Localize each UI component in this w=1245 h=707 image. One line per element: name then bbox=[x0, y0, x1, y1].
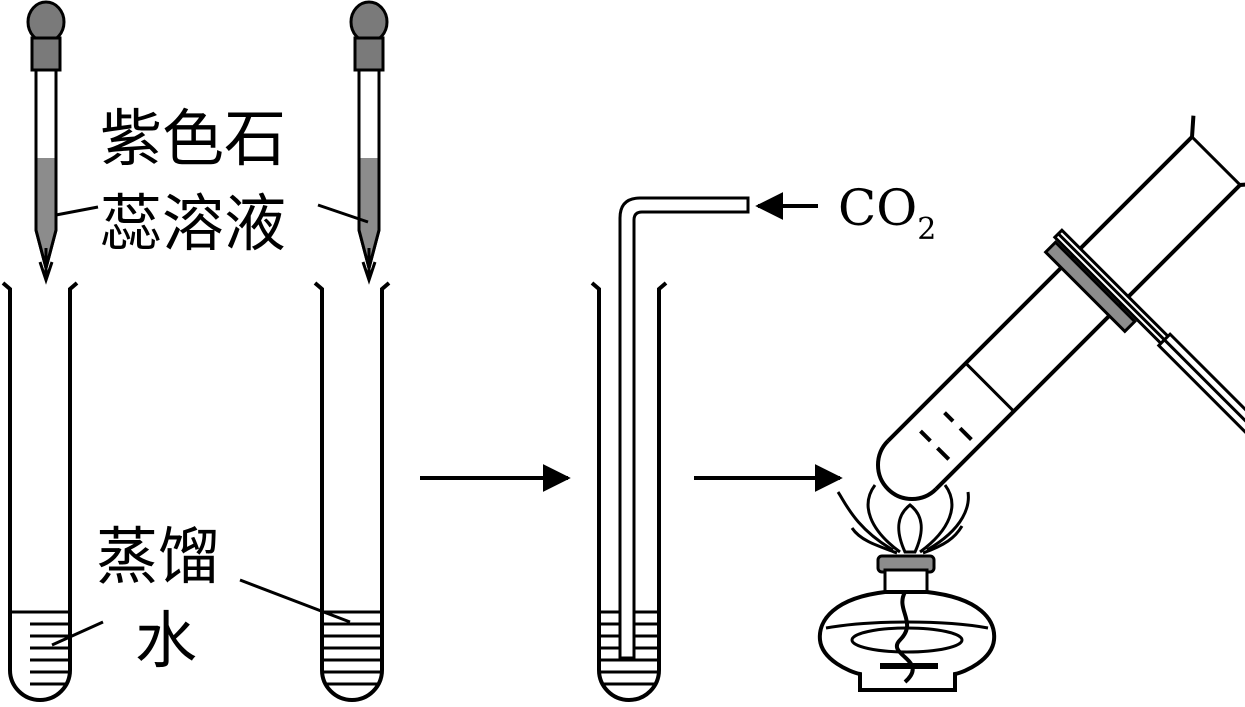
dropper-bulb-right bbox=[349, 0, 389, 44]
test-tube-3 bbox=[590, 196, 750, 702]
dropper-bulb-left bbox=[26, 0, 66, 44]
gas-delivery-tube bbox=[618, 196, 750, 660]
heated-test-tube bbox=[876, 115, 1245, 501]
water-label-line1: 蒸馏 bbox=[96, 520, 220, 593]
dropper-left bbox=[26, 0, 66, 285]
co2-subscript: 2 bbox=[917, 212, 936, 247]
water-level-tube-2 bbox=[322, 610, 382, 686]
dropper-collar-left bbox=[30, 36, 62, 72]
dropper-solution-label-line1: 紫色石 bbox=[100, 102, 286, 175]
dropper-right bbox=[349, 0, 389, 285]
test-tube-clamp bbox=[1043, 228, 1245, 497]
dropper-solution-label-line2: 蕊溶液 bbox=[100, 187, 286, 260]
liquid-surface bbox=[964, 362, 1015, 413]
flame-inner bbox=[897, 503, 923, 554]
dropper-solution-left bbox=[37, 158, 55, 262]
dropper-collar-right bbox=[353, 36, 385, 72]
dropper-solution-right bbox=[360, 158, 378, 262]
water-level-tube-1 bbox=[10, 610, 70, 686]
alcohol-lamp bbox=[817, 484, 997, 692]
leader-line-solution-right bbox=[317, 203, 369, 224]
test-tube-2 bbox=[313, 281, 391, 702]
co2-main: CO bbox=[838, 179, 917, 237]
water-label-line2: 水 bbox=[135, 604, 197, 677]
leader-line-solution-left bbox=[55, 205, 99, 217]
lamp-body bbox=[817, 590, 997, 692]
co2-label: CO2 bbox=[838, 179, 936, 247]
leader-line-water-left bbox=[51, 620, 104, 647]
test-tube-1 bbox=[1, 281, 79, 702]
leader-line-water-right bbox=[239, 578, 351, 624]
